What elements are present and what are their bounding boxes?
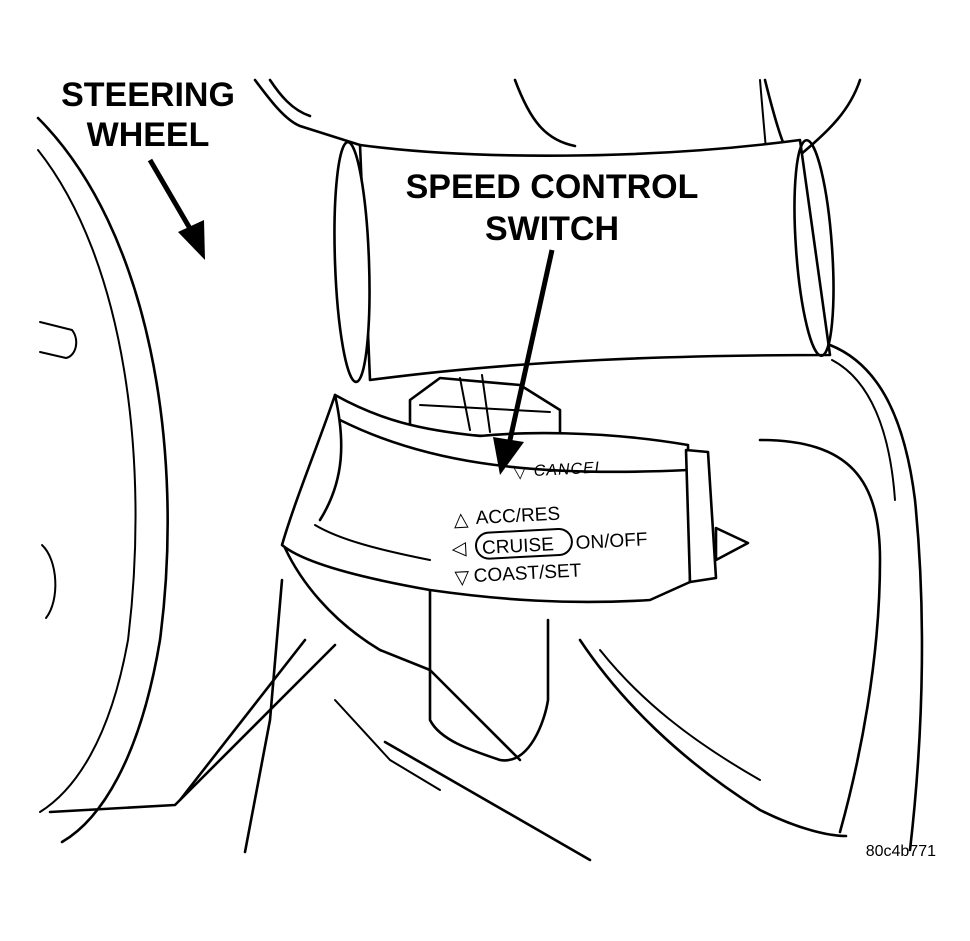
steering-wheel-spoke: [253, 78, 577, 148]
speed-control-arrow: [507, 249, 555, 441]
speed-control-arrowhead-icon: [493, 437, 524, 475]
acc-res-arrow-icon: △: [453, 509, 469, 531]
cancel-label: CANCEL: [533, 459, 605, 480]
steering-wheel-callout: STEERING WHEEL: [61, 76, 235, 260]
speed-control-switch-callout: SPEED CONTROL SWITCH: [406, 168, 699, 475]
cancel-arrow-icon: ▽: [513, 464, 527, 482]
speed-control-callout-line2: SWITCH: [485, 210, 619, 248]
coast-set-arrow-icon: ▽: [454, 567, 470, 589]
on-off-label: ON/OFF: [575, 529, 648, 554]
figure-id: 80c4b771: [866, 843, 936, 860]
speed-control-lever: [280, 393, 750, 604]
steering-column-shroud: [578, 78, 924, 852]
steering-wheel-arrow: [147, 158, 195, 234]
steering-wheel-arrowhead-icon: [178, 220, 205, 260]
steering-wheel-rim: [36, 116, 169, 844]
lower-steering-column: [48, 546, 592, 862]
acc-res-label: ACC/RES: [475, 504, 560, 529]
steering-wheel-callout-line2: WHEEL: [87, 116, 210, 154]
speed-control-callout-line1: SPEED CONTROL: [406, 168, 699, 206]
cruise-label: CRUISE: [482, 534, 555, 559]
cruise-arrow-icon: ◁: [451, 538, 467, 560]
stalk-cylinder: [333, 138, 835, 384]
steering-wheel-callout-line1: STEERING: [61, 76, 235, 114]
cruise-button-outline: CRUISE: [474, 527, 573, 560]
steering-wheel-hub: [39, 321, 78, 619]
